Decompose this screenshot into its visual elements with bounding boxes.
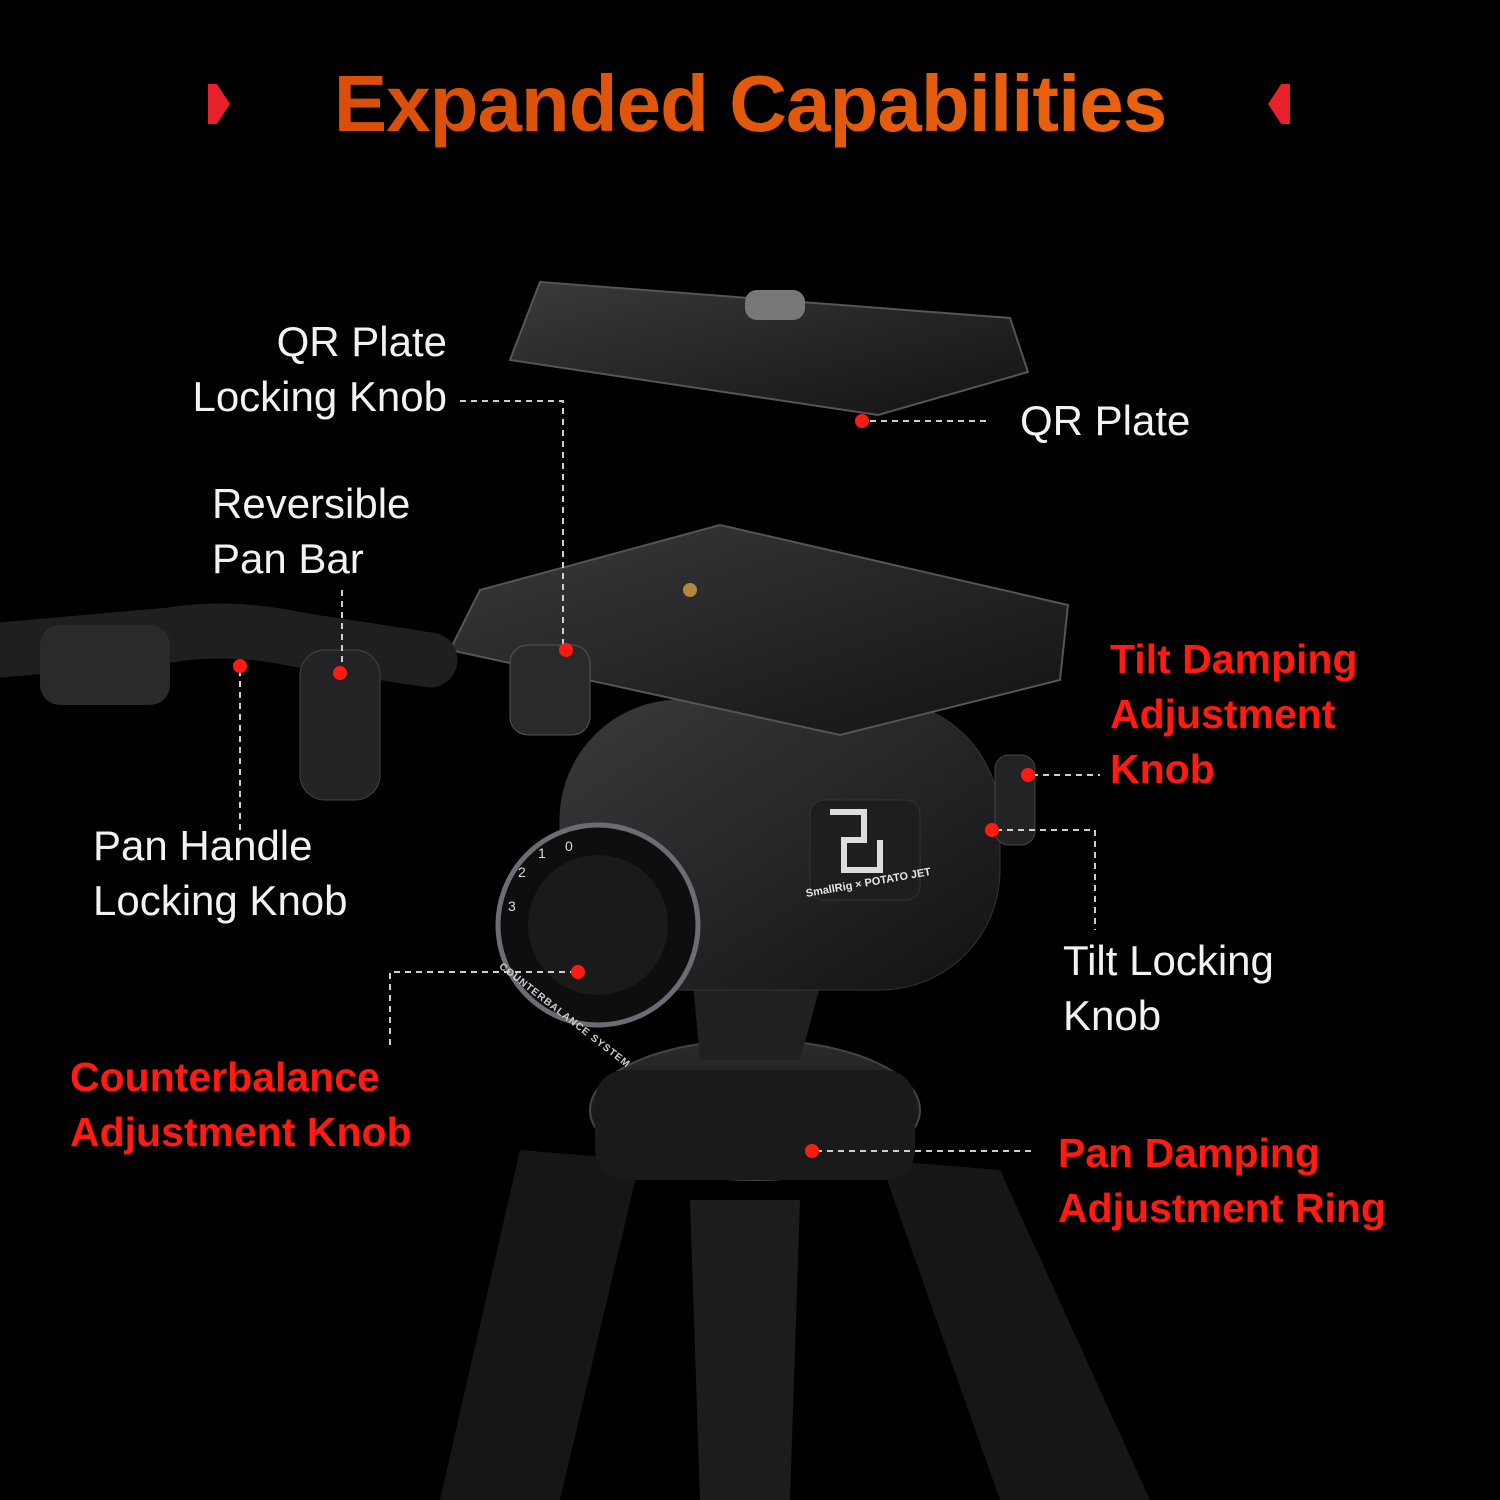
label-line: Locking Knob bbox=[93, 877, 348, 924]
dial-number: 3 bbox=[508, 898, 516, 914]
qr-plate bbox=[508, 280, 1030, 417]
mounting-screw bbox=[745, 290, 805, 320]
label-qr-plate-locking-knob: QR Plate Locking Knob bbox=[192, 314, 447, 424]
pan-bar-grip bbox=[40, 625, 170, 705]
label-pan-handle-locking-knob: Pan Handle Locking Knob bbox=[93, 818, 348, 928]
dial-number: 2 bbox=[518, 864, 526, 880]
tripod-leg bbox=[440, 1150, 640, 1500]
label-reversible-pan-bar: Reversible Pan Bar bbox=[212, 476, 410, 586]
label-line: Adjustment bbox=[1110, 691, 1336, 737]
qr-locking-knob bbox=[509, 644, 591, 736]
label-line: Adjustment Knob bbox=[70, 1109, 412, 1155]
callout-dot bbox=[333, 666, 347, 680]
label-qr-plate: QR Plate bbox=[1020, 393, 1190, 448]
tripod-leg bbox=[880, 1160, 1150, 1500]
pan-bar bbox=[0, 603, 458, 688]
dial-number: 0 bbox=[565, 838, 573, 854]
label-line: Counterbalance bbox=[70, 1054, 380, 1100]
brass-pin bbox=[683, 583, 697, 597]
label-line: Locking Knob bbox=[192, 373, 447, 420]
label-tilt-damping-knob: Tilt Damping Adjustment Knob bbox=[1110, 632, 1358, 797]
label-line: Knob bbox=[1063, 992, 1162, 1039]
label-line: Adjustment Ring bbox=[1058, 1185, 1386, 1231]
pan-handle-knob bbox=[299, 649, 381, 801]
label-line: QR Plate bbox=[276, 318, 447, 365]
callout-dot bbox=[855, 414, 869, 428]
tripod-leg bbox=[690, 1200, 800, 1500]
callout-dot bbox=[1021, 768, 1035, 782]
label-line: Pan Bar bbox=[212, 535, 364, 582]
label-pan-damping-ring: Pan Damping Adjustment Ring bbox=[1058, 1126, 1386, 1236]
dial-number: 1 bbox=[538, 845, 546, 861]
leader-line bbox=[996, 829, 1096, 930]
callout-dot bbox=[571, 965, 585, 979]
brand-logo-plate bbox=[809, 799, 921, 901]
label-tilt-locking-knob: Tilt Locking Knob bbox=[1063, 933, 1274, 1043]
callout-dot bbox=[805, 1144, 819, 1158]
dial-face bbox=[528, 855, 668, 995]
label-line: Pan Damping bbox=[1058, 1130, 1320, 1176]
label-line: Tilt Damping bbox=[1110, 636, 1358, 682]
label-line: Reversible bbox=[212, 480, 411, 527]
label-line: QR Plate bbox=[1020, 397, 1191, 444]
pan-base bbox=[595, 1070, 915, 1180]
callout-dot bbox=[233, 659, 247, 673]
callout-dot bbox=[559, 643, 573, 657]
label-counterbalance-knob: Counterbalance Adjustment Knob bbox=[70, 1050, 412, 1160]
callout-dot bbox=[985, 823, 999, 837]
label-line: Pan Handle bbox=[93, 822, 313, 869]
label-line: Tilt Locking bbox=[1063, 937, 1274, 984]
brand-logo bbox=[830, 809, 883, 873]
label-line: Knob bbox=[1110, 746, 1215, 792]
leader-line bbox=[389, 971, 575, 1045]
page-title: Expanded Capabilities bbox=[0, 58, 1500, 150]
leader-line bbox=[460, 400, 564, 645]
